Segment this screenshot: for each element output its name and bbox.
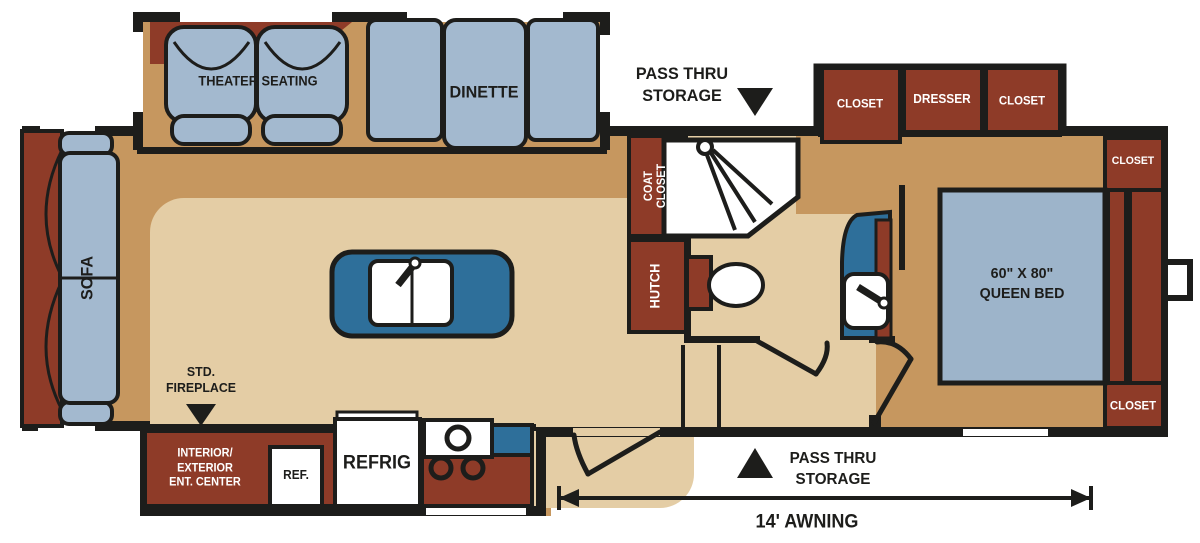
- kitchen-counter-row: [143, 410, 534, 508]
- burner-icon: [460, 455, 486, 481]
- shower: [661, 137, 801, 239]
- queen-bed: [937, 187, 1108, 386]
- bedroom-door-arc: [874, 339, 914, 362]
- entry-door-leaf: [585, 429, 663, 477]
- sofa-label: SOFA: [77, 256, 97, 300]
- queen-bed-label: 60" X 80" QUEEN BED: [979, 265, 1065, 302]
- ent-center-label: INTERIOR/ EXTERIOR ENT. CENTER: [169, 447, 241, 489]
- island-faucet-icon: [395, 263, 416, 288]
- shower-spray-icon: [705, 148, 774, 231]
- wardrobe-panel: [1128, 188, 1165, 385]
- bedroom-door-leaf: [871, 356, 914, 426]
- dresser-label: DRESSER: [913, 92, 971, 107]
- burner-icon: [428, 455, 454, 481]
- ref-box: [268, 445, 324, 508]
- closet-bottom-right: [1103, 381, 1165, 430]
- closet-slide-left: [820, 66, 902, 144]
- theater-seating-label: THEATER SEATING: [198, 73, 318, 89]
- door-swings: [571, 338, 914, 477]
- fireplace-arrow-icon: [186, 404, 216, 426]
- burner-icon: [444, 424, 472, 452]
- exterior-bracket: [1168, 259, 1193, 301]
- dresser: [902, 66, 984, 134]
- annotation-icons: [186, 88, 773, 478]
- pass-thru-storage-top-label: PASS THRU STORAGE: [635, 64, 729, 105]
- refrig-label: REFRIG: [342, 452, 412, 474]
- kitchen-island: [329, 249, 515, 339]
- hutch-label: HUTCH: [647, 263, 663, 309]
- refrigerator: [333, 417, 422, 508]
- awning-dimension: [557, 486, 1093, 510]
- dinette-unit: [366, 18, 600, 150]
- bedroom-slide-cabinets: [820, 66, 1062, 144]
- fireplace-label: STD. FIREPLACE: [166, 364, 236, 395]
- closet-top-right-label: CLOSET: [1111, 154, 1155, 167]
- ref-label: REF.: [283, 468, 309, 483]
- bath-door-leaf: [754, 338, 819, 377]
- bath-door-arc: [813, 340, 830, 377]
- toilet: [685, 255, 765, 311]
- headboard-panel: [1106, 188, 1128, 385]
- closet-slide-right-label: CLOSET: [998, 93, 1046, 108]
- pass-thru-top-arrow-icon: [737, 88, 773, 116]
- counter-teal: [490, 423, 534, 457]
- closet-slide-left-label: CLOSET: [836, 96, 884, 111]
- closet-slide-right: [984, 66, 1062, 134]
- entry-door-gap: [573, 428, 660, 436]
- pass-thru-bottom-arrow-icon: [737, 448, 773, 478]
- bath-vanity: [840, 209, 893, 340]
- shower-head-icon: [696, 138, 714, 156]
- entry-door-arc: [571, 432, 591, 477]
- awning-label: 14' AWNING: [755, 511, 859, 533]
- coat-closet-label: COAT CLOSET: [643, 163, 668, 209]
- closet-bottom-right-label: CLOSET: [1109, 398, 1157, 413]
- sofa-unit: [20, 129, 120, 428]
- pass-thru-storage-bottom-label: PASS THRU STORAGE: [789, 450, 877, 488]
- vanity-faucet-icon: [856, 284, 884, 305]
- theater-seating-unit: [150, 22, 352, 146]
- dinette-label: DINETTE: [449, 82, 519, 102]
- hutch-cabinet: [627, 238, 688, 334]
